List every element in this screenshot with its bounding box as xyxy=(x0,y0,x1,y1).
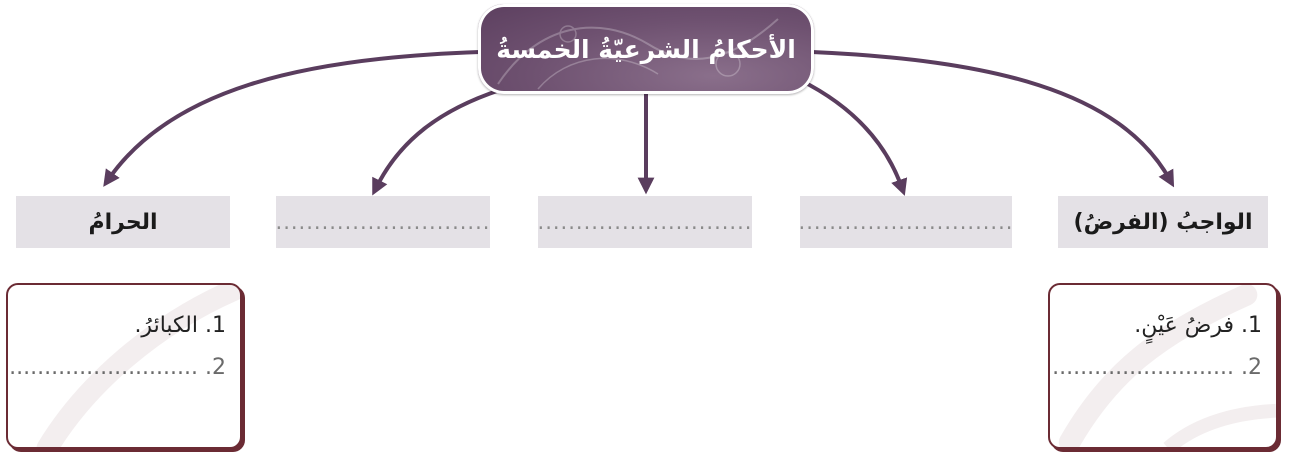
category-blank-1: ............................ xyxy=(798,210,1014,234)
category-label-wajib: الواجبُ (الفرضُ) xyxy=(1073,209,1253,235)
arrow-to-haram xyxy=(103,50,481,187)
category-box-blank-3[interactable]: ............................ xyxy=(276,196,490,248)
arrow-to-box-4 xyxy=(799,78,908,196)
category-label-haram: الحرامُ xyxy=(88,209,158,235)
diagram-title-text: الأحكامُ الشرعيّةُ الخمسةُ xyxy=(496,34,796,64)
arrow-to-box-2 xyxy=(372,88,501,196)
card-haram-line-1: 1. الكبائرُ. xyxy=(134,313,226,338)
category-blank-3: ............................ xyxy=(275,210,491,234)
card-haram-types: 1. الكبائرُ. 2. ........................… xyxy=(6,283,242,449)
card-haram-line-2[interactable]: 2. ................................ xyxy=(8,355,226,380)
category-box-wajib: الواجبُ (الفرضُ) xyxy=(1058,196,1268,248)
diagram-title: الأحكامُ الشرعيّةُ الخمسةُ xyxy=(478,4,814,94)
category-box-blank-2[interactable]: ............................ xyxy=(538,196,752,248)
card-wajib-types: 1. فرضُ عَيْنٍ. 2. .....................… xyxy=(1048,283,1278,449)
card-wajib-line-2[interactable]: 2. ................................ xyxy=(1050,355,1262,380)
category-blank-2: ............................ xyxy=(537,210,753,234)
category-box-haram: الحرامُ xyxy=(16,196,230,248)
card-wajib-line-1: 1. فرضُ عَيْنٍ. xyxy=(1134,313,1262,338)
category-box-blank-1[interactable]: ............................ xyxy=(798,196,1014,248)
arrow-to-wajib xyxy=(811,50,1175,188)
